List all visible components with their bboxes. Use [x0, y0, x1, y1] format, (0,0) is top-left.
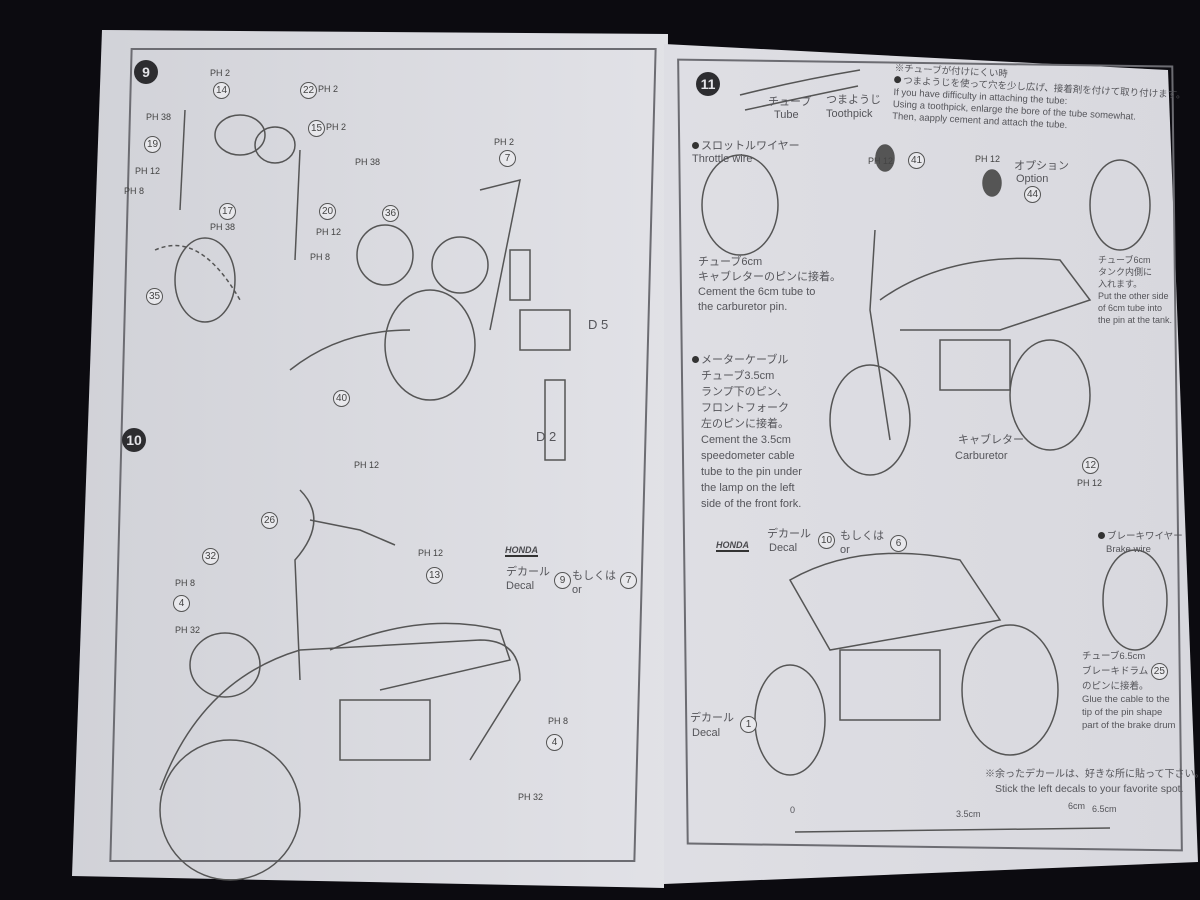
- part-4: 4: [546, 734, 563, 751]
- decal-option-7: 7: [620, 572, 637, 589]
- or-label-jp: もしくは: [572, 570, 616, 582]
- part-44: 44: [1024, 186, 1041, 203]
- option-label-en: Option: [1016, 173, 1049, 185]
- part-ref: PH 32: [518, 792, 544, 802]
- decal-option-6: 6: [890, 535, 907, 552]
- step-9-badge: 9: [134, 60, 158, 84]
- toothpick-label-en: Toothpick: [826, 108, 873, 120]
- part-ref: PH 12: [1077, 478, 1103, 488]
- part-36: 36: [382, 205, 399, 222]
- ruler-label: 6cm: [1068, 801, 1086, 811]
- honda-logo: HONDA: [505, 545, 538, 557]
- decal-part-1: 1: [740, 716, 757, 733]
- or-label-en: or: [840, 544, 850, 556]
- part-ref: PH 8: [548, 716, 569, 726]
- part-ref: PH 2: [326, 122, 347, 132]
- part-17: 17: [219, 203, 236, 220]
- or-label-en: or: [572, 584, 582, 596]
- ruler-label: 0: [790, 805, 796, 815]
- part-35: 35: [146, 288, 163, 305]
- part-ref: PH 12: [975, 154, 1001, 164]
- step10-drawing: [159, 489, 521, 881]
- part-7: 7: [499, 150, 516, 167]
- brake-drum-part: 25: [1150, 663, 1168, 680]
- decal-label-en: Decal: [506, 580, 535, 592]
- leftover-decal-note-jp: ※余ったデカールは、好きな所に貼って下さい。: [985, 769, 1200, 780]
- tube-label-jp: チューブ: [768, 96, 812, 108]
- step9-drawing: [154, 109, 571, 461]
- part-ref: PH 2: [210, 68, 231, 78]
- part-ref: PH 12: [354, 460, 380, 470]
- decal-label-en: Decal: [769, 542, 798, 554]
- part-ref: PH 32: [175, 625, 201, 635]
- part-ref: PH 2: [494, 137, 515, 147]
- step-10-badge: 10: [122, 428, 146, 452]
- ruler-label: 6.5cm: [1092, 804, 1117, 814]
- part-40: 40: [333, 390, 350, 407]
- part-4: 4: [173, 595, 190, 612]
- part-ref: PH 38: [355, 157, 381, 167]
- part-ref: PH 12: [316, 227, 342, 237]
- tube-label-en: Tube: [774, 109, 799, 121]
- part-15: 15: [308, 120, 325, 137]
- carburetor-label-jp: キャブレター: [958, 434, 1024, 446]
- part-ref: PH 8: [124, 186, 145, 196]
- toothpick-label-jp: つまようじ: [826, 94, 881, 106]
- option-label-jp: オプション: [1014, 160, 1069, 172]
- part-ref: PH 2: [318, 84, 339, 94]
- part-ref: PH 12: [868, 156, 894, 166]
- part-ref: PH 12: [418, 548, 444, 558]
- decal2-label-jp: デカール: [690, 712, 734, 724]
- decal-label-jp: デカール: [767, 528, 811, 540]
- decal-option-9: 9: [554, 572, 571, 589]
- carburetor-label-en: Carburetor: [955, 450, 1008, 462]
- part-ref: PH 8: [175, 578, 196, 588]
- or-label-jp: もしくは: [840, 530, 884, 542]
- part-12: 12: [1082, 457, 1099, 474]
- decal-label-jp: デカール: [506, 566, 550, 578]
- decal2-label-en: Decal: [692, 727, 721, 739]
- step11-drawing: [701, 69, 1168, 833]
- part-13: 13: [426, 567, 443, 584]
- part-20: 20: [319, 203, 336, 220]
- part-d2: D 2: [536, 429, 557, 444]
- part-22: 22: [300, 82, 317, 99]
- part-26: 26: [261, 512, 278, 529]
- part-d5: D 5: [588, 317, 609, 332]
- honda-logo: HONDA: [716, 540, 749, 552]
- part-ref: PH 8: [310, 252, 331, 262]
- part-ref: PH 12: [135, 166, 161, 176]
- part-32: 32: [202, 548, 219, 565]
- brake-tube-note: チューブ6.5cm ブレーキドラム 25 のピンに接着。 Glue the ca…: [1082, 651, 1176, 731]
- part-19: 19: [144, 136, 161, 153]
- part-41: 41: [908, 152, 925, 169]
- ruler-label: 3.5cm: [956, 809, 981, 819]
- step-11-badge: 11: [696, 72, 720, 96]
- decal-option-10: 10: [818, 532, 835, 549]
- part-ref: PH 38: [146, 112, 172, 122]
- part-14: 14: [213, 82, 230, 99]
- part-ref: PH 38: [210, 222, 236, 232]
- leftover-decal-note-en: Stick the left decals to your favorite s…: [995, 783, 1184, 795]
